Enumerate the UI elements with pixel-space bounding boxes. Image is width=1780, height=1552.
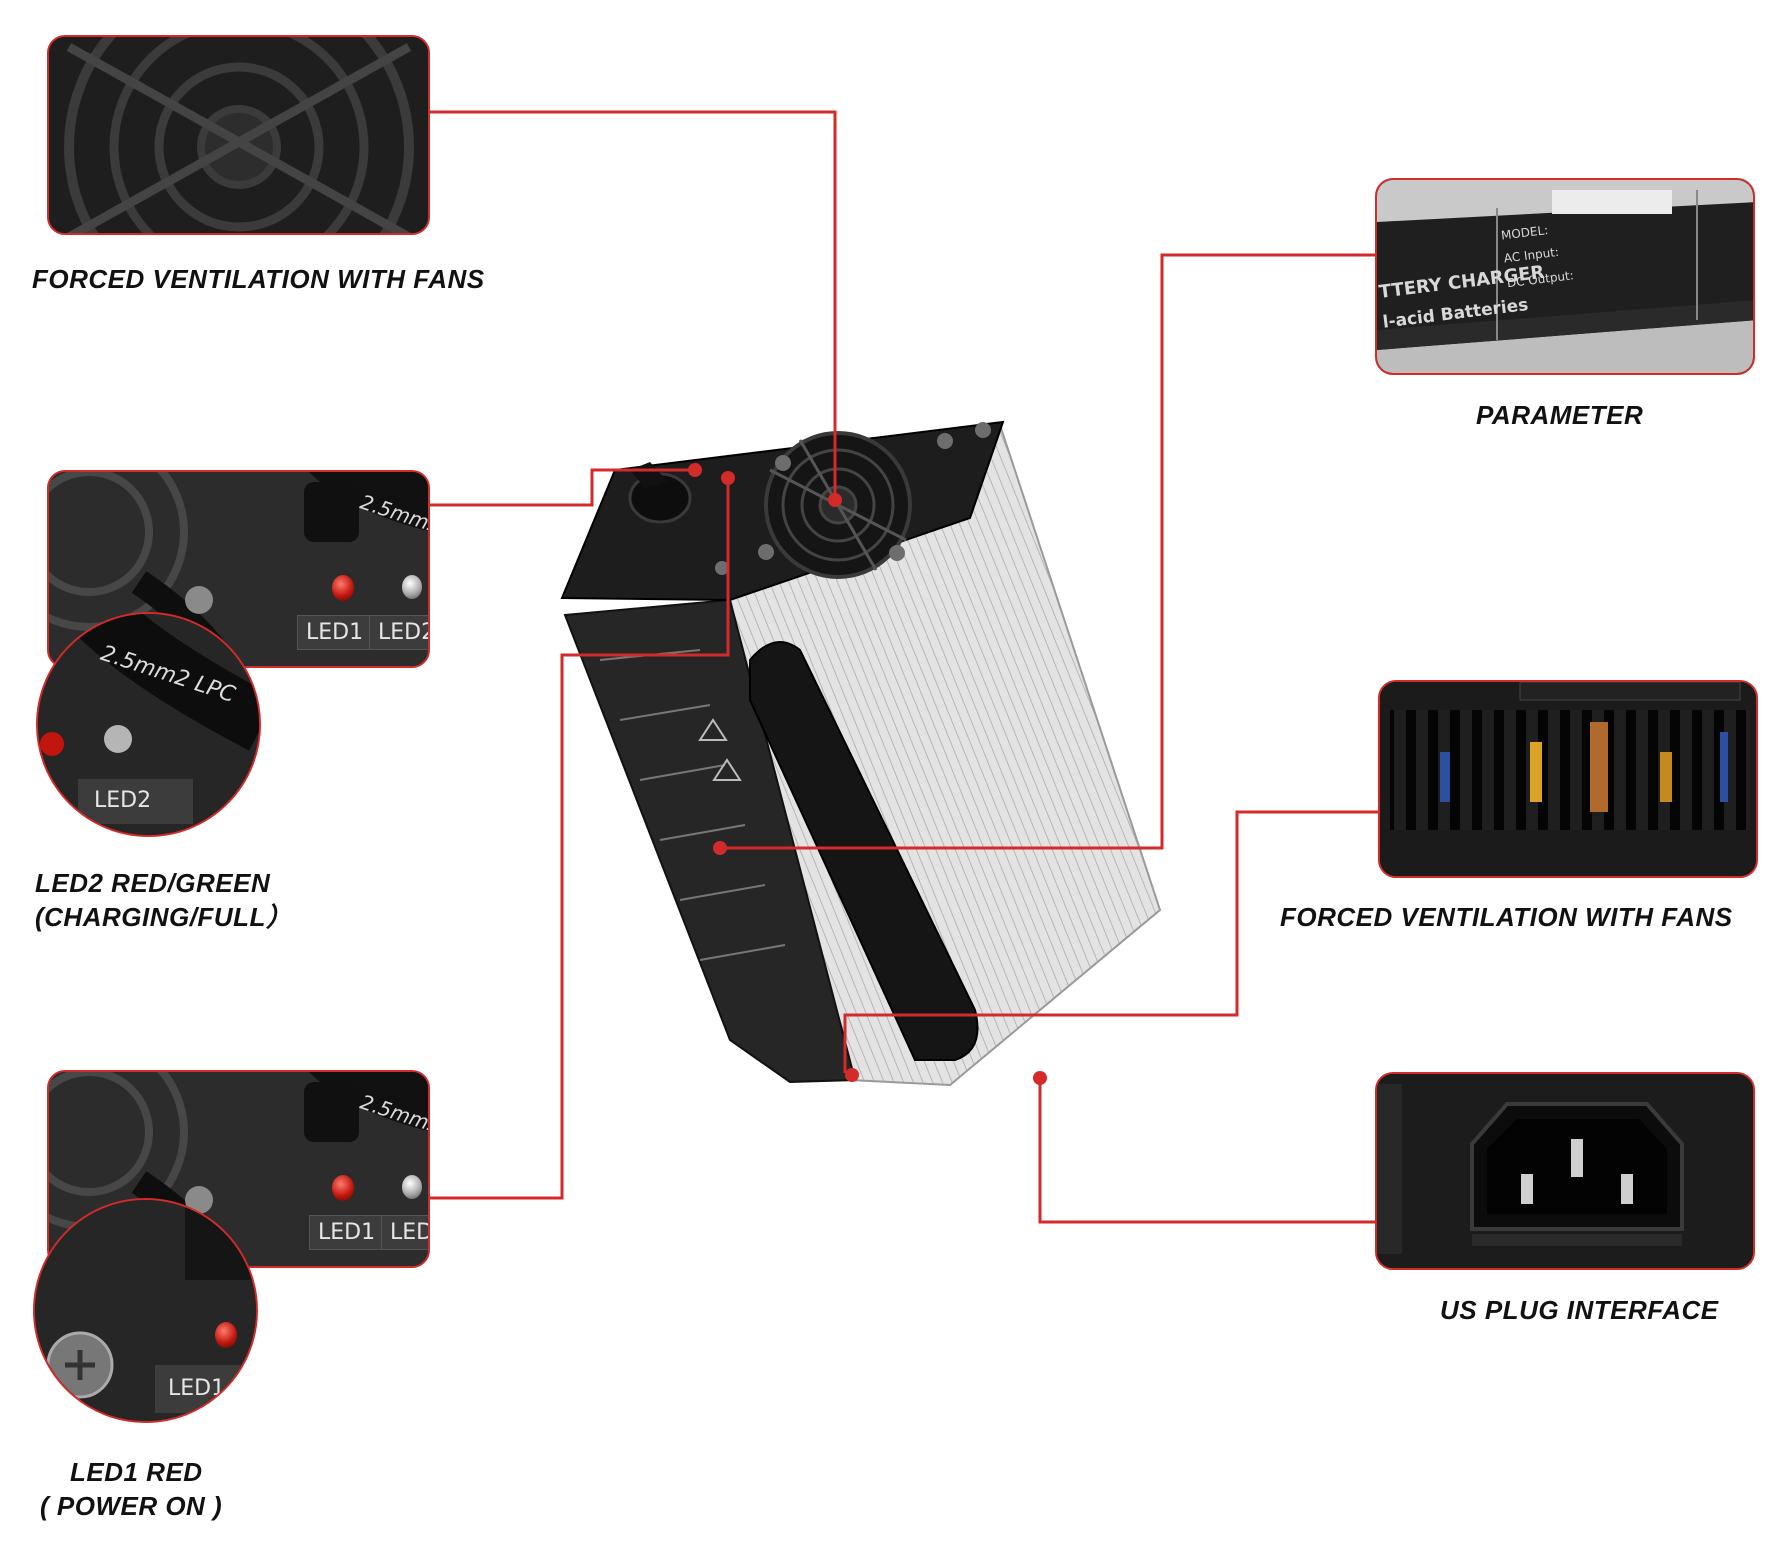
caption-led1-line2: ( POWER ON )	[40, 1491, 223, 1521]
connector-dots	[688, 463, 1047, 1085]
led2-text: LED2	[381, 1215, 428, 1250]
connector-lines	[430, 110, 1378, 1224]
caption-parameter-text: PARAMETER	[1476, 400, 1644, 430]
connector-dot	[713, 841, 727, 855]
connector-dot	[688, 463, 702, 477]
charger-handle	[749, 641, 979, 1061]
caption-fan-right: FORCED VENTILATION WITH FANS	[1280, 900, 1733, 934]
screw-icon	[775, 455, 791, 471]
grey-led-icon	[402, 1175, 422, 1199]
charger-fan	[764, 431, 912, 579]
closeup-fan-right	[1378, 680, 1758, 878]
connector-dot	[845, 1068, 859, 1082]
red-led-icon	[215, 1322, 237, 1348]
connector-dot	[721, 471, 735, 485]
vent-grill-icon	[1380, 682, 1756, 876]
screw-icon	[889, 545, 905, 561]
screw-icon	[937, 433, 953, 449]
caption-led1-line1: LED1 RED	[70, 1457, 203, 1487]
closeup-us-plug	[1375, 1072, 1755, 1270]
screw-icon	[975, 422, 991, 438]
connector-parameter	[720, 253, 1375, 850]
closeup-parameter: TTERY CHARGER l-acid Batteries MODEL: AC…	[1375, 178, 1755, 375]
closeup-led2-zoom: 2.5mm2 LPC LED2	[36, 612, 261, 837]
caption-fan-top-left: FORCED VENTILATION WITH FANS	[32, 262, 485, 296]
caption-led2-line1: LED2 RED/GREEN	[35, 868, 271, 898]
iec-socket-icon	[1377, 1074, 1753, 1268]
connector-led1	[430, 478, 730, 1200]
charger-product	[560, 420, 1162, 1087]
parameter-label-text: TTERY CHARGER l-acid Batteries MODEL: AC…	[1378, 223, 1575, 333]
screw-icon	[758, 544, 774, 560]
connector-fan-top	[430, 110, 837, 500]
parameter-line-4: AC Input:	[1503, 245, 1560, 266]
screw-icon	[715, 561, 729, 575]
caption-parameter: PARAMETER	[1476, 398, 1643, 432]
caption-us-plug: US PLUG INTERFACE	[1440, 1293, 1719, 1327]
connector-dot	[828, 493, 842, 507]
triangle-warning-icon	[712, 758, 742, 781]
closeup-led1-zoom: LED1	[33, 1198, 258, 1423]
connector-us-plug	[1038, 1078, 1375, 1224]
led2-zoom-text: LED2	[94, 788, 152, 813]
red-led-icon	[332, 575, 354, 601]
parameter-label-background	[1377, 180, 1753, 373]
caption-us-plug-text: US PLUG INTERFACE	[1440, 1295, 1719, 1325]
grey-led-icon	[402, 575, 422, 599]
led1-text: LED1	[309, 1215, 385, 1250]
caption-led2-line2: (CHARGING/FULL）	[35, 902, 293, 932]
led2-zoom-detail	[38, 614, 259, 835]
charger-front-label-panel	[563, 598, 857, 1084]
connector-led2	[430, 468, 695, 507]
caption-fan-right-text: FORCED VENTILATION WITH FANS	[1280, 902, 1733, 932]
led1-text: LED1	[297, 615, 373, 650]
fan-grill-icon	[49, 37, 428, 233]
caption-fan-top-left-text: FORCED VENTILATION WITH FANS	[32, 264, 485, 294]
caption-led1: LED1 RED ( POWER ON )	[40, 1455, 222, 1523]
charger-spec-label	[599, 649, 786, 961]
parameter-line-3: MODEL:	[1500, 223, 1549, 243]
connector-dot	[1033, 1071, 1047, 1085]
red-led-icon	[332, 1175, 354, 1201]
triangle-warning-icon	[698, 718, 728, 741]
parameter-line-2: l-acid Batteries	[1382, 295, 1530, 333]
closeup-fan-top-left	[47, 35, 430, 235]
connector-fan-right	[843, 810, 1378, 1073]
caption-led2: LED2 RED/GREEN (CHARGING/FULL）	[35, 866, 292, 934]
led1-zoom-text: LED1	[168, 1376, 226, 1401]
led2-text: LED2	[369, 615, 428, 650]
